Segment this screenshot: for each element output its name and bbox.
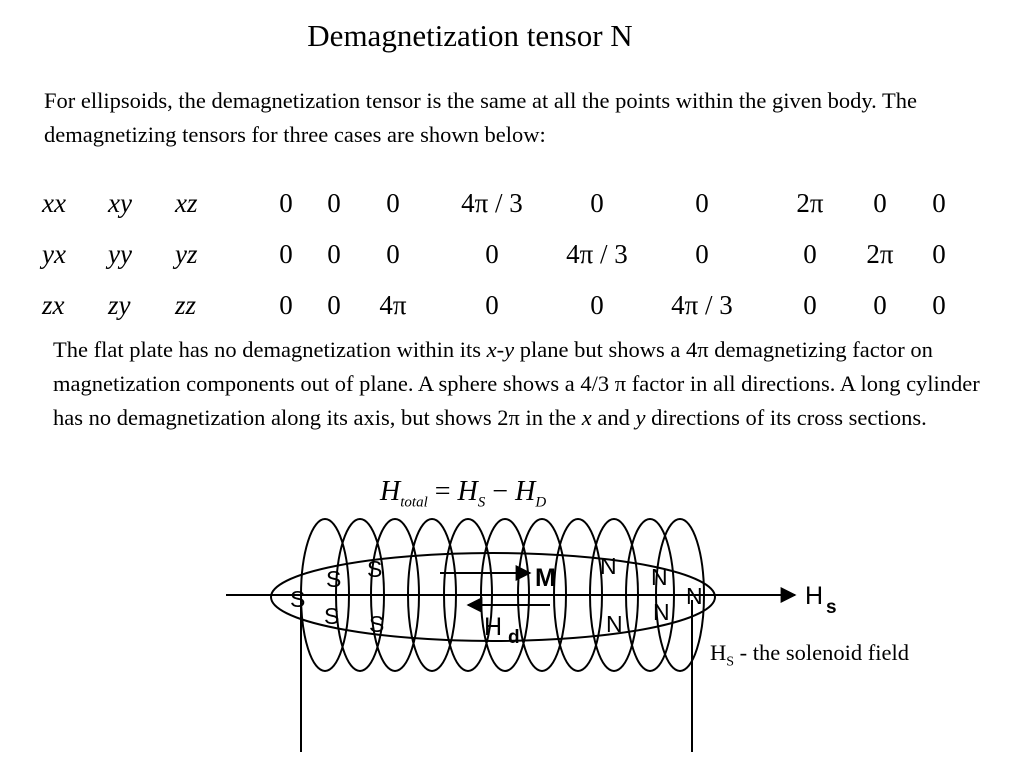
eq-s-sub: S (477, 494, 486, 511)
solenoid-field-caption: HS - the solenoid field (710, 640, 909, 671)
tensor-label: zz (175, 290, 197, 320)
eq-h-d: H (515, 476, 536, 507)
cylinder-value: 0 (803, 290, 817, 320)
para-text: The flat plate has no demagnetization wi… (53, 337, 487, 362)
sphere-value: 0 (590, 188, 604, 218)
flat-plate-value: 0 (327, 188, 341, 218)
tensor-label: xx (42, 188, 66, 218)
caption-h: H (710, 640, 727, 665)
flat-plate-value: 0 (279, 239, 293, 269)
sphere-value: 0 (695, 188, 709, 218)
sphere-value: 4π / 3 (566, 239, 628, 269)
para-y: y (635, 405, 646, 430)
cylinder-value: 0 (932, 239, 946, 269)
cylinder-value: 0 (873, 188, 887, 218)
tensor-label: xz (175, 188, 198, 218)
cylinder-value: 0 (873, 290, 887, 320)
tensor-label: yy (108, 239, 132, 269)
pole-n: N (600, 553, 617, 579)
cylinder-value: 2π (796, 188, 824, 218)
sphere-value: 0 (590, 290, 604, 320)
sphere-value: 4π / 3 (671, 290, 733, 320)
pole-s: S (290, 586, 305, 612)
slide-title: Demagnetization tensor N (307, 18, 633, 53)
pole-n: N (686, 583, 703, 609)
cylinder-value: 2π (866, 239, 894, 269)
hs-label-sub: s (826, 597, 837, 618)
hd-label: H (484, 613, 502, 641)
caption-text: - the solenoid field (734, 640, 910, 665)
pole-s: S (369, 611, 384, 637)
para-text: plane but shows a 4π demagnetizing facto… (53, 337, 980, 430)
pole-n: N (653, 599, 670, 625)
eq-d-sub: D (535, 494, 547, 511)
hd-label-sub: d (508, 627, 520, 648)
flat-plate-value: 0 (327, 239, 341, 269)
sphere-value: 4π / 3 (461, 188, 523, 218)
eq-h-total: H (380, 476, 401, 507)
intro-paragraph: For ellipsoids, the demagnetization tens… (44, 88, 917, 147)
pole-s: S (367, 556, 382, 582)
cylinder-value: 0 (803, 239, 817, 269)
para-text: directions of its cross sections. (645, 405, 927, 430)
sphere-value: 0 (695, 239, 709, 269)
flat-plate-value: 0 (279, 290, 293, 320)
eq-total-sub: total (400, 494, 428, 511)
pole-n: N (651, 564, 668, 590)
tensor-label: xy (108, 188, 132, 218)
para-x: x (581, 405, 592, 430)
field-equation: Htotal = HS − HD (380, 476, 546, 512)
flat-plate-value: 0 (386, 239, 400, 269)
sphere-value: 0 (485, 290, 499, 320)
sphere-value: 0 (485, 239, 499, 269)
tensor-label: zy (108, 290, 131, 320)
flat-plate-value: 0 (279, 188, 293, 218)
caption-sub: S (726, 654, 735, 670)
flat-plate-value: 0 (386, 188, 400, 218)
hs-label: H (805, 582, 823, 610)
flat-plate-value: 0 (327, 290, 341, 320)
ellipsoid-sample (270, 552, 716, 642)
tensor-label: zx (42, 290, 65, 320)
para-text: and (591, 405, 636, 430)
pole-s: S (324, 603, 339, 629)
flat-plate-value: 4π (379, 290, 407, 320)
eq-minus: − (485, 476, 516, 507)
pole-s: S (326, 566, 341, 592)
explanation-paragraph: The flat plate has no demagnetization wi… (53, 333, 993, 435)
m-label: M (535, 564, 556, 592)
cylinder-value: 0 (932, 290, 946, 320)
para-xy: x-y (486, 337, 515, 362)
pole-n: N (606, 611, 623, 637)
tensor-label: yx (42, 239, 66, 269)
tensor-label: yz (175, 239, 198, 269)
eq-equals: = (427, 476, 458, 507)
eq-h-s: H (457, 476, 478, 507)
cylinder-value: 0 (932, 188, 946, 218)
